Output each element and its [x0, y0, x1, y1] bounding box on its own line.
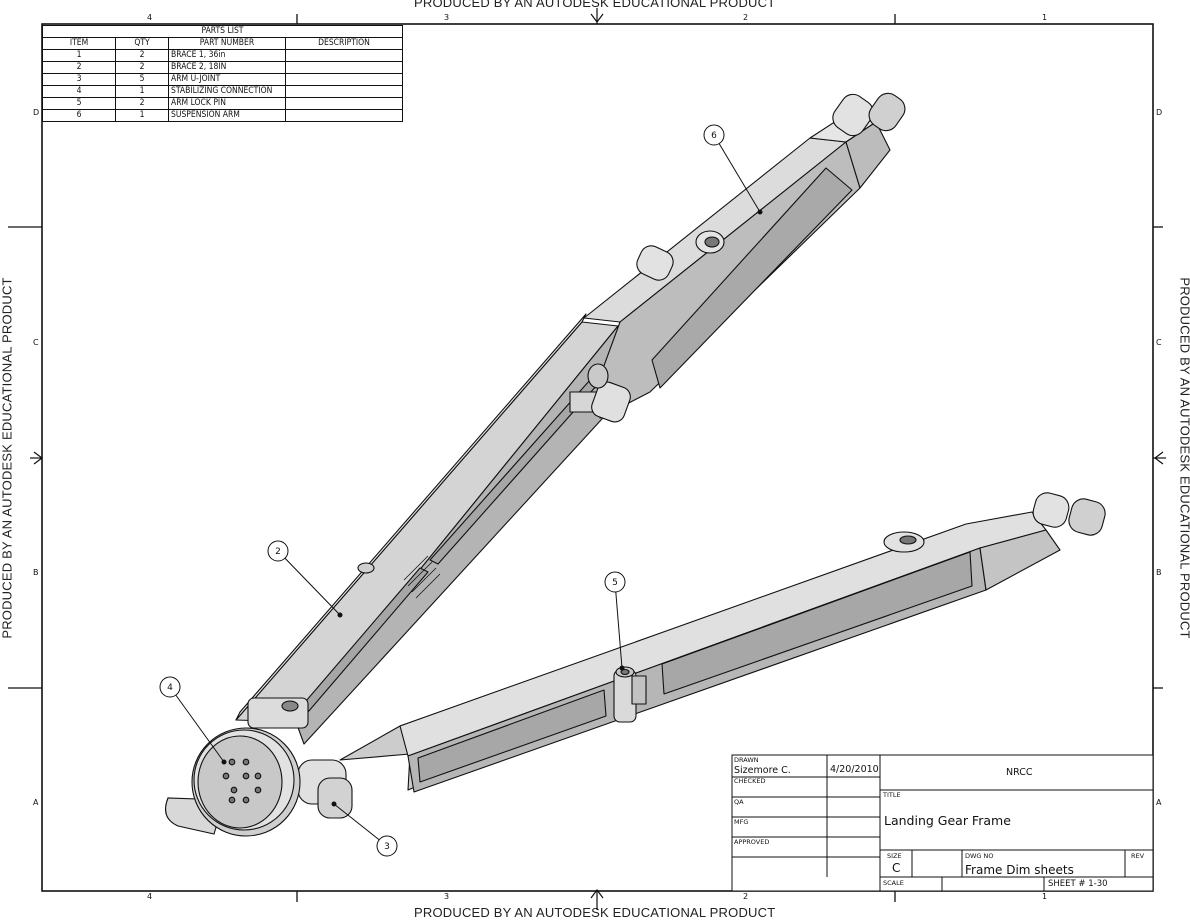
zone-row-d-left: D: [33, 108, 40, 117]
parts-header-qty: QTY: [115, 37, 169, 50]
balloon-5: 5: [612, 578, 618, 588]
cell-item: 4: [42, 85, 116, 98]
dwg-no-value: Frame Dim sheets: [965, 863, 1074, 877]
stabilizing-connection: [165, 727, 301, 837]
brace-2-body: [235, 321, 619, 723]
zone-col-3-bottom: 3: [444, 892, 450, 901]
zone-ticks: [8, 14, 1163, 902]
qa-label: QA: [734, 798, 744, 806]
balloon-2: 2: [275, 547, 281, 557]
balloon-6-circle: [703, 124, 725, 146]
parts-header-part: PART NUMBER: [168, 37, 286, 50]
parts-list-title: PARTS LIST: [42, 25, 403, 38]
parts-header-item: ITEM: [42, 37, 116, 50]
title-label: TITLE: [883, 791, 901, 799]
title-block-grid: [731, 754, 1154, 892]
size-value: C: [892, 861, 901, 875]
cell-desc: [285, 49, 403, 62]
cell-qty: 2: [115, 61, 169, 74]
cell-desc: [285, 85, 403, 98]
cell-desc: [285, 97, 403, 110]
cell-desc: [285, 73, 403, 86]
table-row: 3 5 ARM U-JOINT: [42, 73, 403, 86]
cell-part: BRACE 2, 18IN: [168, 61, 286, 74]
cell-item: 5: [42, 97, 116, 110]
cell-part: STABILIZING CONNECTION: [168, 85, 286, 98]
balloon-3-circle: [376, 835, 398, 857]
drawn-label: DRAWN: [734, 756, 759, 764]
upper-arm-assembly: [235, 92, 906, 745]
checked-label: CHECKED: [734, 777, 766, 785]
balloon-3: 3: [384, 842, 390, 852]
zone-col-1-bottom: 1: [1042, 892, 1048, 901]
drawn-by: Sizemore C.: [734, 765, 791, 776]
center-marks: [30, 8, 1166, 910]
cell-qty: 5: [115, 73, 169, 86]
zone-col-4-top: 4: [147, 13, 153, 22]
cell-part: ARM LOCK PIN: [168, 97, 286, 110]
drawn-date: 4/20/2010: [830, 764, 879, 775]
balloon-2-circle: [267, 540, 289, 562]
table-row: 5 2 ARM LOCK PIN: [42, 97, 403, 110]
cell-desc: [285, 61, 403, 74]
dwg-no-label: DWG NO: [965, 852, 994, 860]
zone-col-2-top: 2: [743, 13, 749, 22]
balloon-4-circle: [159, 676, 181, 698]
zone-row-d-right: D: [1156, 108, 1163, 117]
size-label: SIZE: [887, 852, 902, 860]
balloons: [159, 124, 763, 857]
watermark-top: PRODUCED BY AN AUTODESK EDUCATIONAL PROD…: [414, 0, 776, 10]
zone-row-a-right: A: [1156, 798, 1162, 807]
cell-qty: 1: [115, 109, 169, 122]
cell-desc: [285, 109, 403, 122]
lower-arm-assembly: [297, 492, 1106, 819]
bolt-holes: [222, 758, 262, 804]
parts-header-desc: DESCRIPTION: [285, 37, 403, 50]
zone-row-a-left: A: [33, 798, 39, 807]
scale-label: SCALE: [883, 879, 904, 887]
cell-part: SUSPENSION ARM: [168, 109, 286, 122]
rev-label: REV: [1131, 852, 1145, 860]
approved-label: APPROVED: [734, 838, 770, 846]
sheet-number: SHEET # 1-30: [1048, 879, 1108, 889]
cell-part: ARM U-JOINT: [168, 73, 286, 86]
mfg-label: MFG: [734, 818, 749, 826]
table-row: 4 1 STABILIZING CONNECTION: [42, 85, 403, 98]
cell-item: 3: [42, 73, 116, 86]
watermark-bottom: PRODUCED BY AN AUTODESK EDUCATIONAL PROD…: [414, 905, 776, 920]
cell-part: BRACE 1, 36in: [168, 49, 286, 62]
cell-item: 6: [42, 109, 116, 122]
zone-row-b-right: B: [1156, 568, 1162, 577]
zone-row-c-right: C: [1156, 338, 1162, 347]
balloon-5-circle: [604, 571, 626, 593]
zone-col-4-bottom: 4: [147, 892, 153, 901]
cell-qty: 2: [115, 97, 169, 110]
drawing-title: Landing Gear Frame: [884, 813, 1011, 828]
cell-qty: 2: [115, 49, 169, 62]
zone-row-b-left: B: [33, 568, 39, 577]
cell-item: 2: [42, 61, 116, 74]
balloon-4: 4: [167, 683, 173, 693]
table-row: 1 2 BRACE 1, 36in: [42, 49, 403, 62]
zone-row-c-left: C: [33, 338, 39, 347]
table-row: 2 2 BRACE 2, 18IN: [42, 61, 403, 74]
parts-list-table: PARTS LIST ITEM QTY PART NUMBER DESCRIPT…: [42, 25, 403, 122]
zone-col-3-top: 3: [444, 13, 450, 22]
zone-col-1-top: 1: [1042, 13, 1048, 22]
balloon-6: 6: [711, 131, 717, 141]
company-name: NRCC: [1006, 767, 1033, 778]
table-row: 6 1 SUSPENSION ARM: [42, 109, 403, 122]
cell-item: 1: [42, 49, 116, 62]
zone-col-2-bottom: 2: [743, 892, 749, 901]
cell-qty: 1: [115, 85, 169, 98]
